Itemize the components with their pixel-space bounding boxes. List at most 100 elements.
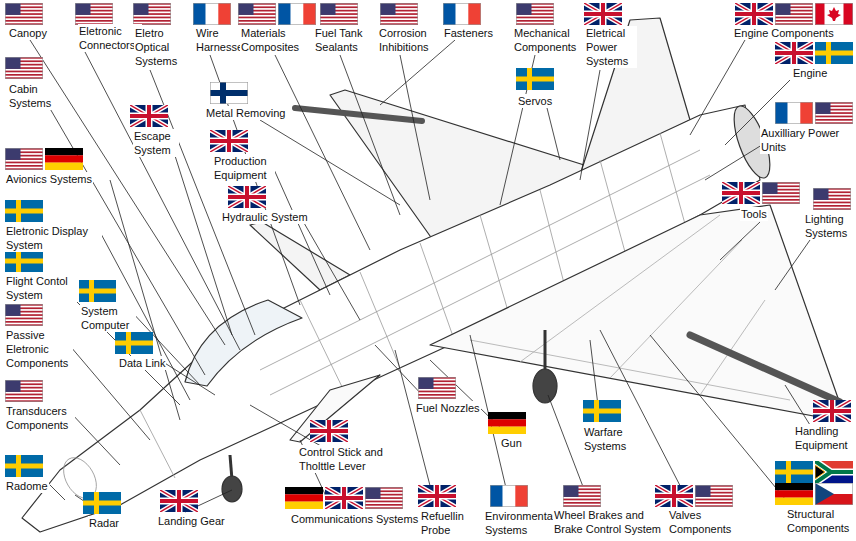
part-label: Tools: [740, 207, 768, 221]
flag-us: [813, 188, 851, 210]
main-gear-wheel: [533, 369, 557, 403]
flag-us: [563, 485, 601, 507]
nose-gear-wheel: [222, 476, 242, 502]
drawing-part: [395, 350, 435, 505]
flag-fr: [443, 3, 481, 25]
flag-de: [285, 487, 323, 509]
part-label: Landing Gear: [157, 514, 226, 528]
part-label: Communications Systems: [290, 512, 419, 526]
flag-us: [815, 102, 853, 124]
aircraft-drawing: [22, 18, 840, 532]
drawing-part: [340, 55, 400, 215]
flag-us: [775, 3, 813, 25]
part-label: Eletrical Power Systems: [585, 26, 637, 68]
flag-us: [5, 57, 43, 79]
flag-se: [815, 42, 853, 64]
drawing-part: [300, 216, 360, 320]
part-label: Servos: [517, 94, 553, 108]
flag-us: [5, 304, 43, 326]
part-label: Auxilliary Power Units: [760, 126, 852, 154]
part-label: Refuellin Probe: [420, 509, 474, 537]
drawing-part: [260, 120, 400, 205]
part-label: Structural Components: [786, 507, 852, 535]
part-label: Hydraulic System: [221, 210, 309, 224]
part-label: Wheel Brakes and Brake Control System: [553, 508, 665, 536]
part-label: Flight Contol System: [5, 274, 79, 302]
flag-us: [418, 377, 456, 399]
near-wing: [430, 205, 838, 420]
part-label: Production Equipment: [213, 154, 275, 182]
drawing-part: [140, 410, 175, 478]
drawing-part: [785, 385, 810, 425]
part-label: Canopy: [8, 26, 48, 40]
drawing-part: [70, 412, 120, 465]
drawing-part: [272, 165, 330, 295]
flag-uk: [735, 3, 773, 25]
part-label: Cabin Systems: [8, 82, 56, 110]
flag-za: [815, 461, 853, 483]
far-canard: [250, 222, 350, 290]
flag-ca: [815, 3, 853, 25]
drawing-part: [600, 160, 625, 252]
flag-uk: [325, 487, 363, 509]
drawing-part: [610, 240, 742, 378]
flag-uk: [310, 420, 348, 442]
drawing-part: [720, 222, 760, 260]
flag-de: [45, 148, 83, 170]
part-label: Passive Eletronic Components: [5, 328, 73, 370]
drawing-part: [775, 240, 810, 290]
flag-us: [75, 3, 113, 25]
part-label: Environmental Systems: [484, 509, 564, 537]
flag-us: [5, 148, 43, 170]
drawing-part: [545, 100, 560, 160]
flag-se: [5, 455, 43, 477]
part-label: Mechanical Components: [513, 26, 583, 54]
drawing-part: [375, 345, 425, 398]
flag-se: [516, 68, 554, 90]
part-label: Valves Components: [668, 508, 738, 536]
part-label: Eletro Optical Systems: [134, 26, 184, 68]
drawing-part: [60, 285, 180, 405]
drawing-part: [110, 180, 180, 420]
flag-uk: [584, 3, 622, 25]
flag-us: [365, 487, 403, 509]
part-label: Radome: [5, 479, 49, 493]
drawing-part: [470, 340, 790, 400]
wing-ribs: [470, 215, 790, 400]
flag-us: [695, 485, 733, 507]
part-label: Handling Equipment: [794, 424, 852, 452]
drawing-part: [400, 55, 430, 200]
main-gear-strut: [544, 330, 547, 375]
part-label: Avionics Systems: [5, 172, 93, 186]
flag-de: [488, 412, 526, 434]
canopy: [185, 300, 302, 386]
drawing-part: [360, 272, 400, 368]
wingtip-missile: [690, 335, 840, 402]
flag-us: [516, 3, 554, 25]
drawing-part: [65, 340, 150, 440]
part-label: Materials Composites: [240, 26, 304, 54]
part-label: Metal Removing: [205, 106, 286, 120]
flag-uk: [228, 186, 266, 208]
near-canard: [290, 375, 380, 442]
part-label: Fasteners: [443, 26, 494, 40]
flag-se: [115, 332, 153, 354]
flag-uk: [210, 130, 248, 152]
drawing-part: [690, 40, 745, 135]
drawing-part: [420, 243, 455, 342]
flag-uk: [160, 490, 198, 512]
part-label: Engine Components: [733, 26, 835, 40]
drawing-part: [50, 485, 65, 500]
part-label: Lighting Systems: [804, 212, 852, 240]
flag-se: [583, 400, 621, 422]
drawing-part: [540, 190, 565, 287]
part-label: Transducers Components: [5, 404, 75, 432]
far-missile: [295, 108, 422, 121]
part-label: Control Stick and Tholttle Lever: [298, 445, 400, 473]
part-label: Gun: [500, 436, 523, 450]
flag-se: [5, 250, 43, 272]
flag-us: [5, 380, 43, 402]
flag-fr: [278, 3, 316, 25]
